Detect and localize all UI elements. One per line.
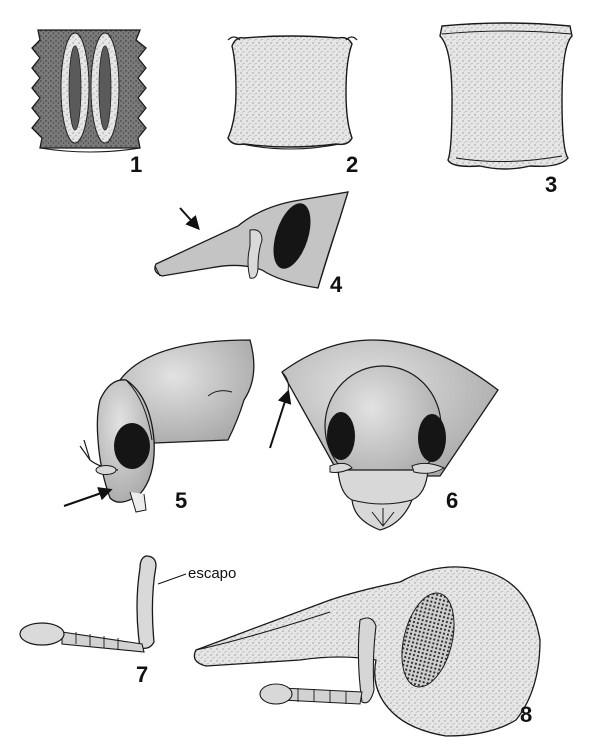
figure-number-7: 7 <box>136 662 148 687</box>
arrow-figure-6 <box>269 389 292 449</box>
figure-4-drawing <box>154 191 349 289</box>
figure-2-drawing <box>227 35 358 150</box>
escapo-leader-line <box>157 573 187 585</box>
figure-number-3: 3 <box>545 172 557 197</box>
figure-5-drawing <box>63 339 255 513</box>
figure-8-drawing <box>193 566 541 737</box>
arrow-figure-5 <box>63 487 113 507</box>
figure-number-4: 4 <box>330 272 343 297</box>
figure-6-drawing <box>269 339 499 531</box>
figure-number-8: 8 <box>520 702 532 727</box>
figure-number-2: 2 <box>346 152 358 177</box>
arrow-figure-4 <box>179 207 200 231</box>
figure-3-drawing <box>439 22 573 170</box>
escapo-label: escapo <box>188 565 236 582</box>
figure-1-drawing <box>31 29 147 153</box>
figure-number-6: 6 <box>446 488 458 513</box>
figure-7-drawing <box>19 555 187 653</box>
figure-number-1: 1 <box>130 152 142 177</box>
figure-number-5: 5 <box>175 488 187 513</box>
